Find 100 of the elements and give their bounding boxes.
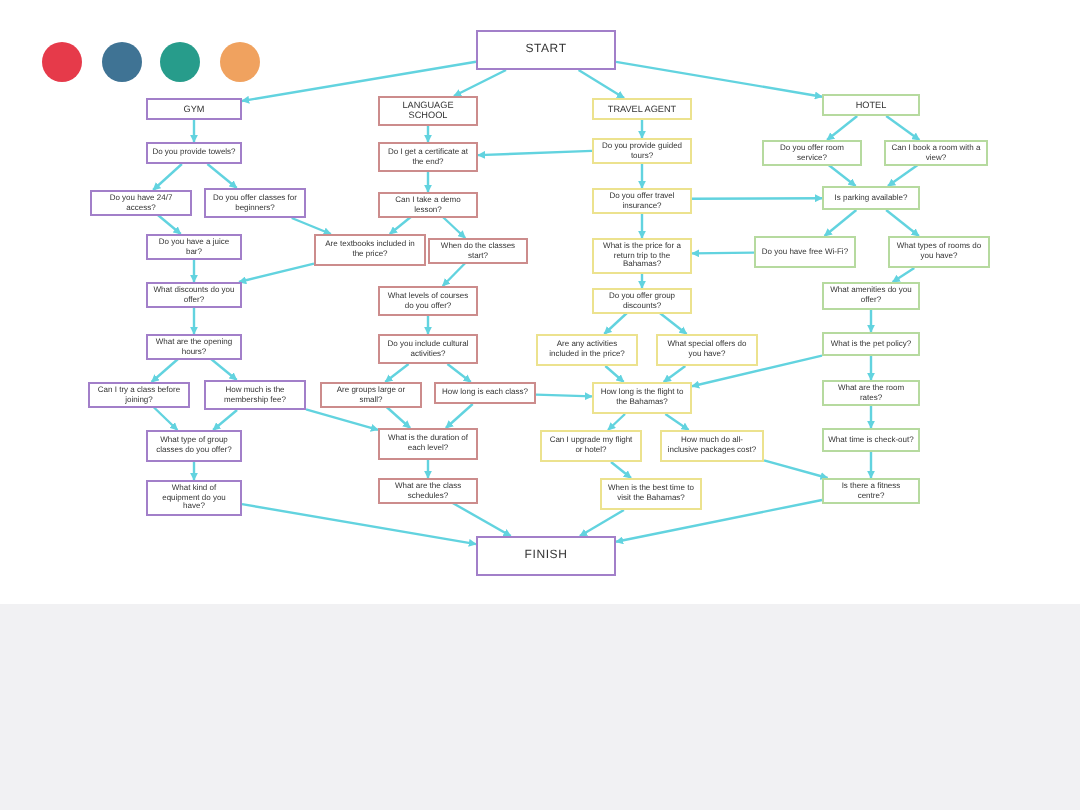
process-box xyxy=(434,382,536,404)
process-box xyxy=(146,142,242,164)
arrow xyxy=(823,209,858,237)
arrow xyxy=(638,210,646,239)
arrow xyxy=(638,270,646,289)
process-box xyxy=(822,282,920,310)
process-box xyxy=(378,286,478,316)
arrow xyxy=(603,309,631,335)
process-box xyxy=(592,98,692,120)
process-box xyxy=(888,236,990,268)
arrow xyxy=(607,413,626,431)
process-box xyxy=(536,334,638,366)
process-box xyxy=(822,94,920,116)
process-box xyxy=(592,238,692,274)
arrow xyxy=(389,213,416,235)
arrow xyxy=(441,261,468,287)
process-box xyxy=(600,478,702,510)
arrow xyxy=(891,267,915,283)
process-box xyxy=(822,380,920,407)
arrow xyxy=(453,68,507,98)
arrow xyxy=(190,304,198,335)
process-box xyxy=(204,188,306,218)
process-box xyxy=(378,428,478,460)
arrow xyxy=(305,408,379,432)
process-box xyxy=(592,188,692,215)
arrow xyxy=(149,403,179,431)
process-box xyxy=(378,334,478,364)
arrow xyxy=(382,403,411,429)
process-box xyxy=(592,288,692,315)
arrow xyxy=(424,460,432,479)
arrow xyxy=(477,149,593,159)
arrow xyxy=(438,213,467,239)
arrow xyxy=(885,115,921,141)
process-box xyxy=(822,478,920,505)
process-box xyxy=(822,332,920,356)
arrow xyxy=(867,404,875,429)
process-box xyxy=(822,428,920,452)
process-box xyxy=(822,186,920,210)
arrow xyxy=(691,249,754,258)
process-box xyxy=(146,334,242,361)
arrow xyxy=(190,120,198,143)
process-box xyxy=(476,30,616,70)
process-box xyxy=(540,430,642,462)
process-box xyxy=(884,140,988,167)
arrow xyxy=(664,413,690,431)
arrow xyxy=(445,403,474,429)
arrow xyxy=(579,508,625,538)
arrow xyxy=(190,256,198,283)
arrow xyxy=(638,120,646,139)
process-box xyxy=(204,380,306,410)
arrow xyxy=(238,262,315,285)
process-box xyxy=(320,382,422,409)
arrow xyxy=(535,392,593,401)
arrow xyxy=(691,354,823,389)
arrow xyxy=(867,356,875,381)
arrow xyxy=(446,363,472,383)
arrow xyxy=(826,163,857,187)
arrow xyxy=(604,365,625,383)
arrow xyxy=(692,194,823,203)
arrow xyxy=(424,172,432,193)
process-box xyxy=(762,140,862,167)
process-box xyxy=(90,190,192,217)
process-box xyxy=(378,142,478,172)
process-box xyxy=(146,480,242,516)
arrow xyxy=(241,503,477,547)
process-box xyxy=(314,234,426,266)
process-box xyxy=(428,238,528,265)
arrow xyxy=(150,355,183,383)
arrow xyxy=(867,452,875,479)
process-box xyxy=(88,382,190,409)
arrow xyxy=(206,355,238,381)
arrow xyxy=(638,160,646,189)
process-box xyxy=(660,430,764,462)
process-box xyxy=(476,536,616,576)
arrow xyxy=(655,309,688,335)
process-box xyxy=(592,138,692,165)
process-box xyxy=(146,430,242,462)
arrow xyxy=(241,60,477,104)
arrow xyxy=(212,409,238,431)
arrow xyxy=(424,316,432,335)
arrow xyxy=(615,60,823,100)
process-box xyxy=(754,236,856,268)
arrow xyxy=(384,363,410,383)
arrow xyxy=(885,209,920,237)
arrow xyxy=(662,365,687,383)
arrow xyxy=(615,498,823,545)
arrow xyxy=(190,462,198,481)
arrow xyxy=(291,216,332,236)
arrow xyxy=(826,115,858,141)
process-box xyxy=(146,98,242,120)
process-box xyxy=(378,478,478,505)
arrow xyxy=(867,310,875,333)
arrow xyxy=(153,211,182,235)
arrow xyxy=(610,461,632,479)
arrow xyxy=(206,163,238,189)
process-box xyxy=(378,192,478,219)
process-box xyxy=(146,234,242,261)
arrow xyxy=(577,68,625,100)
process-box xyxy=(378,96,478,126)
process-box xyxy=(656,334,758,366)
